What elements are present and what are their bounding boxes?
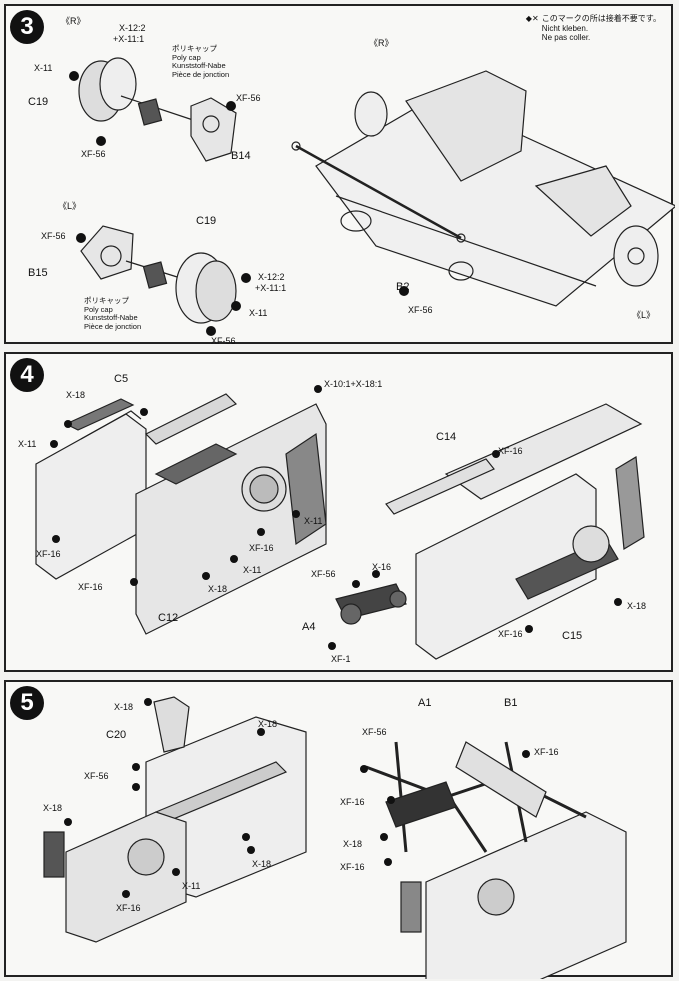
paint-xf16-c: XF-16 <box>340 797 365 807</box>
part-c20: C20 <box>106 729 127 741</box>
part-b15: B15 <box>28 267 48 279</box>
polycap2-fr: Pièce de jonction <box>84 321 142 331</box>
polycap-fr: Pièce de jonction <box>172 69 230 79</box>
side-label-r-chassis: 《R》 <box>369 38 394 48</box>
step-number: 3 <box>10 10 44 44</box>
step-number: 5 <box>10 686 44 720</box>
paint-xf56-d: XF-56 <box>211 336 236 346</box>
paint-x18-e: X-18 <box>343 839 363 849</box>
side-label-l-chassis: 《L》 <box>632 310 656 320</box>
paint-xf16-a: XF-16 <box>116 903 141 913</box>
paint-x10-x18: X-10:1+X-18:1 <box>324 379 383 389</box>
polycap2-en: Poly cap <box>84 304 113 314</box>
paint-xf16-b: XF-16 <box>78 582 103 592</box>
paint-xf16-c: XF-16 <box>249 543 274 553</box>
side-label-r: 《R》 <box>61 16 86 26</box>
paint-x16: X-16 <box>372 562 392 572</box>
part-c15: C15 <box>562 630 583 642</box>
polycap2-de: Kunststoff-Nabe <box>84 313 138 323</box>
paint-x18-d: X-18 <box>252 859 272 869</box>
polycap-de: Kunststoff-Nabe <box>172 61 226 71</box>
part-c19-b: C19 <box>196 215 217 227</box>
paint-x11-1-b: +X-11:1 <box>255 283 287 293</box>
step-5-illustration <box>43 696 627 979</box>
part-b14: B14 <box>231 150 251 162</box>
step-3-panel: 3 ◆✕ このマークの所は接着不要です。 Nicht kleben. Ne pa… <box>4 4 675 346</box>
part-a4: A4 <box>302 621 316 633</box>
polycap2-jp: ポリキャップ <box>84 296 129 305</box>
paint-x11-1: +X-11:1 <box>113 34 145 44</box>
step-3-illustration <box>69 57 675 336</box>
part-c14: C14 <box>436 431 457 443</box>
paint-xf56-b: XF-56 <box>362 727 387 737</box>
paint-xf16-a: XF-16 <box>36 549 61 559</box>
part-b2: B2 <box>396 281 410 293</box>
side-label-l: 《L》 <box>58 201 82 211</box>
paint-x18-a: X-18 <box>114 702 134 712</box>
paint-xf16-e: XF-16 <box>498 629 523 639</box>
paint-x11-a: X-11 <box>18 439 37 449</box>
paint-xf56-b: XF-56 <box>236 93 261 103</box>
paint-x18-c: X-18 <box>627 601 647 611</box>
step-4-panel: 4 X-10:1+X-18:1 X-18 C5 X-11 XF-16 XF-16… <box>4 352 673 672</box>
polycap-jp: ポリキャップ <box>172 44 217 53</box>
paint-x11-b: X-11 <box>249 308 268 318</box>
no-glue-notice: ◆✕ このマークの所は接着不要です。 Nicht kleben. Ne pas … <box>526 14 661 43</box>
paint-x11: X-11 <box>182 881 201 891</box>
paint-x11-a: X-11 <box>34 63 53 73</box>
step-4-illustration <box>35 385 645 660</box>
paint-xf56-e: XF-56 <box>408 305 433 315</box>
notice-fr: Ne pas coller. <box>541 33 591 43</box>
part-c12: C12 <box>158 612 179 624</box>
notice-jp: このマークの所は接着不要です。 <box>541 14 661 23</box>
paint-xf16-d: XF-16 <box>340 862 365 872</box>
paint-xf56-a: XF-56 <box>81 149 106 159</box>
paint-xf56: XF-56 <box>311 569 336 579</box>
paint-xf1: XF-1 <box>331 654 351 664</box>
polycap-label-lower: ポリキャップ Poly cap Kunststoff-Nabe Pièce de… <box>84 296 142 332</box>
paint-xf16-d: XF-16 <box>498 446 523 456</box>
part-c19-a: C19 <box>28 96 49 108</box>
part-b1: B1 <box>504 697 518 709</box>
no-glue-mark-icon: ◆✕ <box>525 14 539 23</box>
step-number: 4 <box>10 358 44 392</box>
part-c5: C5 <box>114 373 129 385</box>
paint-x12-2-b: X-12:2 <box>258 272 285 282</box>
paint-x18-b: X-18 <box>258 719 278 729</box>
paint-x18-c: X-18 <box>43 803 63 813</box>
paint-x12-2: X-12:2 <box>119 23 146 33</box>
paint-xf56-c: XF-56 <box>41 231 66 241</box>
paint-x18-a: X-18 <box>66 390 86 400</box>
part-a1: A1 <box>418 697 432 709</box>
paint-x11-b: X-11 <box>243 565 262 575</box>
paint-x18-b: X-18 <box>208 584 228 594</box>
polycap-label-upper: ポリキャップ Poly cap Kunststoff-Nabe Pièce de… <box>172 44 230 80</box>
paint-xf56-a: XF-56 <box>84 771 109 781</box>
paint-xf16-b: XF-16 <box>534 747 559 757</box>
step-5-panel: 5 X-18 C20 XF-56 X-18 X-18 X-18 X-11 XF-… <box>4 680 673 979</box>
polycap-en: Poly cap <box>172 52 201 62</box>
notice-de: Nicht kleben. <box>541 23 589 33</box>
paint-x11-c: X-11 <box>304 516 323 526</box>
